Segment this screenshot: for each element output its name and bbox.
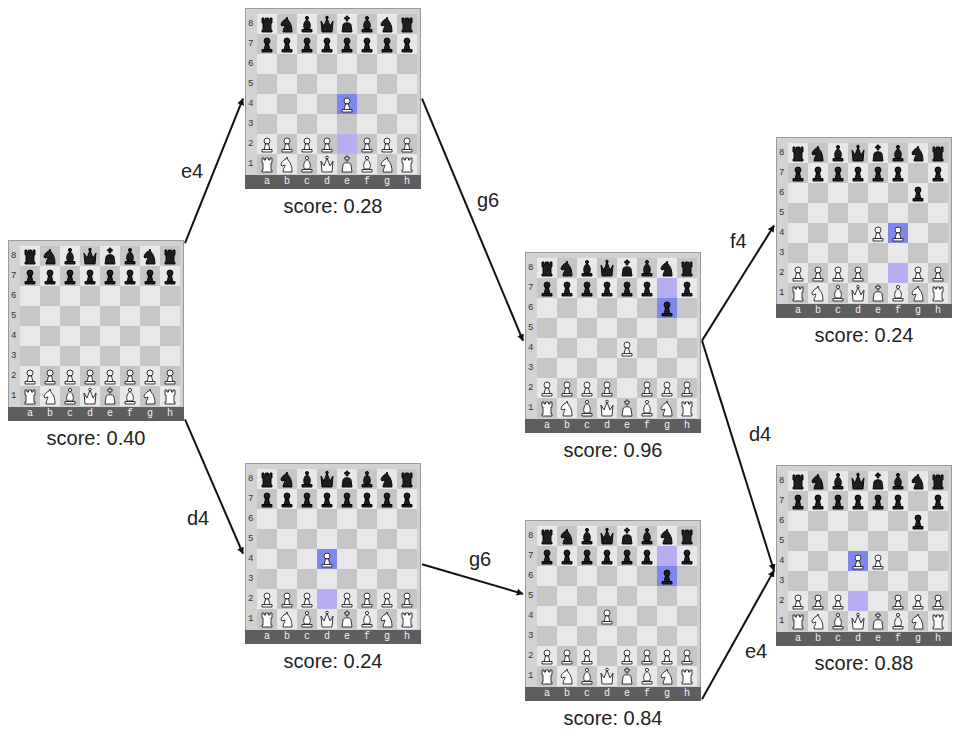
move-arrow (422, 99, 523, 341)
score-label: score: 0.28 (284, 195, 383, 217)
rank-numbers-holder: 8 7 6 5 4 3 2 1 (525, 258, 537, 418)
move-arrow (702, 226, 774, 341)
file-letters: a b c d e f g h (525, 687, 701, 701)
file-letters: a b c d e f g h (8, 407, 184, 421)
file-letters-holder: a b c d e f g h (525, 687, 701, 701)
chess-board (525, 520, 701, 701)
chess-board (8, 240, 184, 421)
score-label: score: 0.84 (564, 707, 663, 729)
score-label-holder: score: 0.24 (776, 323, 952, 347)
score-label-holder: score: 0.40 (8, 426, 184, 450)
rank-numbers-holder: 8 7 6 5 4 3 2 1 (8, 246, 20, 406)
score-label-holder: score: 0.24 (245, 649, 421, 673)
chess-board (776, 465, 952, 646)
score-label-holder: score: 0.28 (245, 194, 421, 218)
board-node: 8 7 6 5 4 3 2 1a b c d e f g h score: 0.8… (525, 520, 701, 731)
score-label: score: 0.24 (284, 650, 383, 672)
move-label: f4 (728, 230, 749, 252)
move-label: g6 (467, 548, 493, 570)
file-letters-holder: a b c d e f g h (776, 632, 952, 646)
rank-numbers: 8 7 6 5 4 3 2 1 (11, 246, 18, 406)
move-label: d4 (185, 507, 211, 529)
file-letters: a b c d e f g h (245, 630, 421, 644)
file-letters: a b c d e f g h (776, 304, 952, 318)
score-label: score: 0.24 (815, 324, 914, 346)
score-label-holder: score: 0.96 (525, 438, 701, 462)
board-node: 8 7 6 5 4 3 2 1a b c d e f g h score: 0.4… (8, 240, 184, 451)
rank-numbers-holder: 8 7 6 5 4 3 2 1 (776, 471, 788, 631)
file-letters: a b c d e f g h (245, 175, 421, 189)
file-letters-holder: a b c d e f g h (245, 630, 421, 644)
rank-numbers-holder: 8 7 6 5 4 3 2 1 (245, 14, 257, 174)
rank-numbers-holder: 8 7 6 5 4 3 2 1 (776, 143, 788, 303)
board-node: 8 7 6 5 4 3 2 1a b c d e f g h score: 0.9… (525, 252, 701, 463)
rank-numbers: 8 7 6 5 4 3 2 1 (248, 14, 255, 174)
score-label-holder: score: 0.88 (776, 651, 952, 675)
move-label: d4 (747, 423, 773, 445)
rank-numbers: 8 7 6 5 4 3 2 1 (528, 258, 535, 418)
file-letters: a b c d e f g h (776, 632, 952, 646)
score-label: score: 0.40 (47, 427, 146, 449)
rank-numbers-holder: 8 7 6 5 4 3 2 1 (525, 526, 537, 686)
move-arrow (185, 419, 243, 553)
file-letters-holder: a b c d e f g h (245, 175, 421, 189)
file-letters-holder: a b c d e f g h (776, 304, 952, 318)
move-arrow (702, 341, 774, 571)
score-label: score: 0.88 (815, 652, 914, 674)
rank-numbers: 8 7 6 5 4 3 2 1 (779, 471, 786, 631)
score-label-holder: score: 0.84 (525, 706, 701, 730)
rank-numbers-holder: 8 7 6 5 4 3 2 1 (245, 469, 257, 629)
board-node: 8 7 6 5 4 3 2 1a b c d e f g h score: 0.2… (245, 463, 421, 674)
move-label: g6 (475, 189, 501, 211)
chess-board (525, 252, 701, 433)
rank-numbers: 8 7 6 5 4 3 2 1 (779, 143, 786, 303)
board-node: 8 7 6 5 4 3 2 1a b c d e f g h score: 0.8… (776, 465, 952, 676)
score-label: score: 0.96 (564, 439, 663, 461)
move-label: e4 (179, 160, 205, 182)
file-letters-holder: a b c d e f g h (8, 407, 184, 421)
board-node: 8 7 6 5 4 3 2 1a b c d e f g h score: 0.2… (245, 8, 421, 219)
board-node: 8 7 6 5 4 3 2 1a b c d e f g h score: 0.2… (776, 137, 952, 348)
chess-board (776, 137, 952, 318)
file-letters-holder: a b c d e f g h (525, 419, 701, 433)
chess-board (245, 463, 421, 644)
rank-numbers: 8 7 6 5 4 3 2 1 (248, 469, 255, 629)
chess-board (245, 8, 421, 189)
move-arrow (702, 571, 774, 700)
file-letters: a b c d e f g h (525, 419, 701, 433)
move-label: e4 (743, 640, 769, 662)
rank-numbers: 8 7 6 5 4 3 2 1 (528, 526, 535, 686)
